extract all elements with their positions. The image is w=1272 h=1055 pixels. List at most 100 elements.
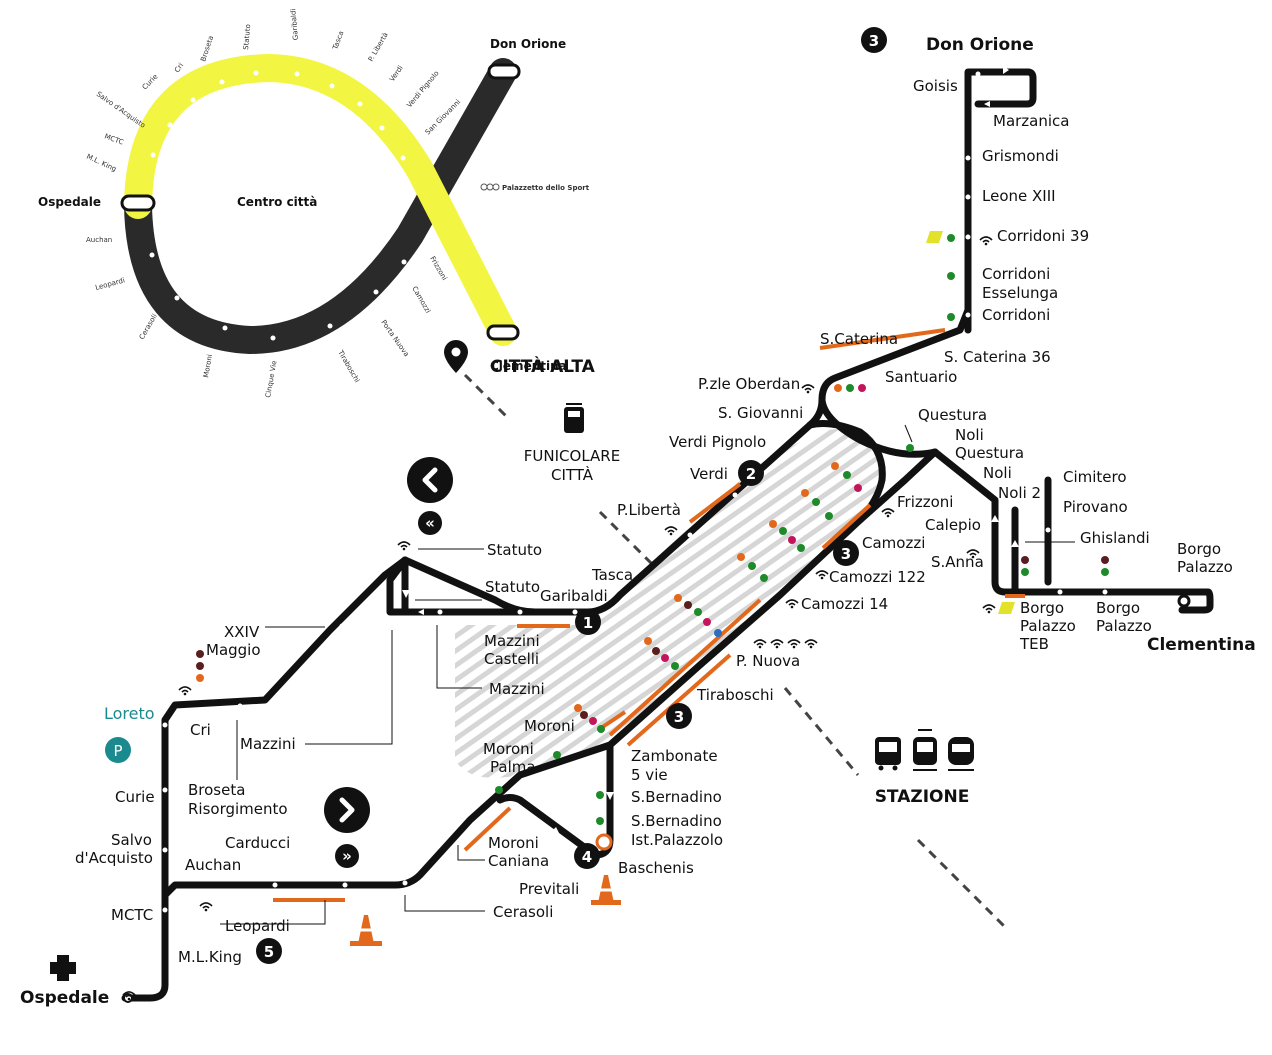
stop-marker-orange <box>674 594 682 602</box>
stop-label-xxiv-1: XXIV <box>224 623 260 641</box>
yellow-marker-teb <box>998 602 1015 614</box>
dash-stazione-south <box>916 838 1010 932</box>
stop-marker-orange <box>769 520 777 528</box>
forward-button[interactable] <box>324 787 370 833</box>
stop-marker-orange <box>737 553 745 561</box>
inset-palazzetto-label: Palazzetto dello Sport <box>502 184 590 192</box>
stop-marker-brown <box>1101 556 1109 564</box>
stop-marker-brown <box>196 662 204 670</box>
stop-marker-green <box>495 786 503 794</box>
stop-marker-orange <box>574 704 582 712</box>
route-stops <box>162 65 1108 913</box>
stop-label-borgo-teb-1: Borgo <box>1020 599 1064 617</box>
dash-funicolare <box>598 510 657 569</box>
inset-stop-label: Garibaldi <box>289 8 300 40</box>
inset-stop-label: Cri <box>173 62 185 75</box>
stop-marker-brown <box>1021 556 1029 564</box>
inset-stop-label: M.L. King <box>85 153 117 174</box>
stop-label-mazzini-castelli-2: Castelli <box>484 650 539 668</box>
stop-label-mlking: M.L.King <box>178 948 242 966</box>
wifi-icon <box>966 549 980 559</box>
stop-label-statuto-top: Statuto <box>487 541 542 559</box>
wifi-icon <box>397 541 411 551</box>
traffic-cone-icon <box>591 875 621 905</box>
back-fast-button[interactable]: « <box>418 511 442 535</box>
stop-marker-magenta <box>854 484 862 492</box>
stop-label-tiraboschi: Tiraboschi <box>696 686 774 704</box>
inset-center-label: Centro città <box>237 195 317 209</box>
stop-label-grismondi: Grismondi <box>982 147 1059 165</box>
hospital-icon <box>50 955 76 981</box>
stop-label-goisis: Goisis <box>913 77 958 95</box>
stop-marker-orange <box>196 674 204 682</box>
stop-marker-green <box>671 662 679 670</box>
inset-stop-label: Verdi <box>388 64 405 83</box>
svg-text:3: 3 <box>841 545 851 563</box>
stop-label-verdi: Verdi <box>690 465 728 483</box>
stop-label-corridoni: Corridoni <box>982 306 1050 324</box>
stop-label-s-caterina: S.Caterina <box>820 330 898 348</box>
inset-clementina-label: Clementina <box>490 359 567 373</box>
stop-marker-magenta <box>661 654 669 662</box>
leader-lines <box>220 424 1075 925</box>
stop-label-zambonate-1: Zambonate <box>631 747 718 765</box>
stop-marker-green <box>797 544 805 552</box>
stop-marker-orange <box>831 462 839 470</box>
bus-icon <box>875 737 901 771</box>
stop-label-s-bernadino-ist-1: S.Bernadino <box>631 812 722 830</box>
inset-stop-label: Moroni <box>202 354 214 379</box>
stop-marker-brown <box>196 650 204 658</box>
inset-stop-label: Camozzi <box>410 285 432 315</box>
svg-text:2: 2 <box>746 465 756 483</box>
baschenis-node <box>595 833 613 851</box>
stop-label-leopardi: Leopardi <box>225 917 290 935</box>
citta-alta-label: CITTÀ ALTA <box>490 355 596 377</box>
stop-label-noli-2: Noli 2 <box>998 484 1041 502</box>
stop-label-ghislandi: Ghislandi <box>1080 529 1150 547</box>
stop-label-mazzini-a: Mazzini <box>489 680 545 698</box>
stop-label-garibaldi: Garibaldi <box>540 587 608 605</box>
stop-marker-green <box>779 527 787 535</box>
stop-label-zambonate-2: 5 vie <box>631 766 668 784</box>
stop-label-santuario: Santuario <box>885 368 957 386</box>
clementina-label: Clementina <box>1147 635 1256 655</box>
svg-text:4: 4 <box>582 848 592 866</box>
badge-4: 4 <box>574 843 600 869</box>
stop-label-borgo-palazzo-b-2: Palazzo <box>1096 617 1152 635</box>
stop-label-previtali: Previtali <box>519 880 579 898</box>
wifi-icon <box>199 902 213 912</box>
inset-stop-label: Porta Nuova <box>379 319 410 359</box>
stop-label-corridoni-esselunga-2: Esselunga <box>982 284 1058 302</box>
forward-fast-button[interactable]: » <box>335 844 359 868</box>
stop-label-camozzi: Camozzi <box>862 534 925 552</box>
orange-stop-bars <box>273 328 1025 902</box>
inset-clementina-terminal <box>486 324 520 341</box>
stop-marker-orange <box>644 637 652 645</box>
stop-label-xxiv-2: Maggio <box>206 641 261 659</box>
clementina-terminal-loop <box>1177 594 1191 608</box>
stop-label-salvo-1: Salvo <box>111 831 152 849</box>
inset-stop-label: Tasca <box>331 30 345 52</box>
stop-marker-green <box>553 751 561 759</box>
stop-marker-brown <box>684 601 692 609</box>
wifi-icon <box>122 991 136 1001</box>
wifi-icon <box>787 639 801 649</box>
stop-label-pzle-oberdan: P.zle Oberdan <box>698 375 800 393</box>
stop-marker-green <box>812 498 820 506</box>
stop-label-borgo-palazzo-2: Palazzo <box>1177 558 1233 576</box>
main-route <box>121 68 1214 1002</box>
back-button[interactable] <box>407 457 453 503</box>
stop-label-moroni: Moroni <box>524 717 575 735</box>
stop-label-calepio: Calepio <box>925 516 981 534</box>
stop-label-s-anna: S.Anna <box>931 553 984 571</box>
badge-3-tiraboschi: 3 <box>666 703 692 729</box>
stop-label-s-giovanni: S. Giovanni <box>718 404 803 422</box>
stop-label-marzanica: Marzanica <box>993 112 1069 130</box>
svg-text:3: 3 <box>869 32 879 50</box>
wifi-icon <box>785 599 799 609</box>
wifi-icon <box>982 604 996 614</box>
stop-marker-green <box>694 608 702 616</box>
badge-5: 5 <box>256 938 282 964</box>
stop-label-curie: Curie <box>115 788 155 806</box>
